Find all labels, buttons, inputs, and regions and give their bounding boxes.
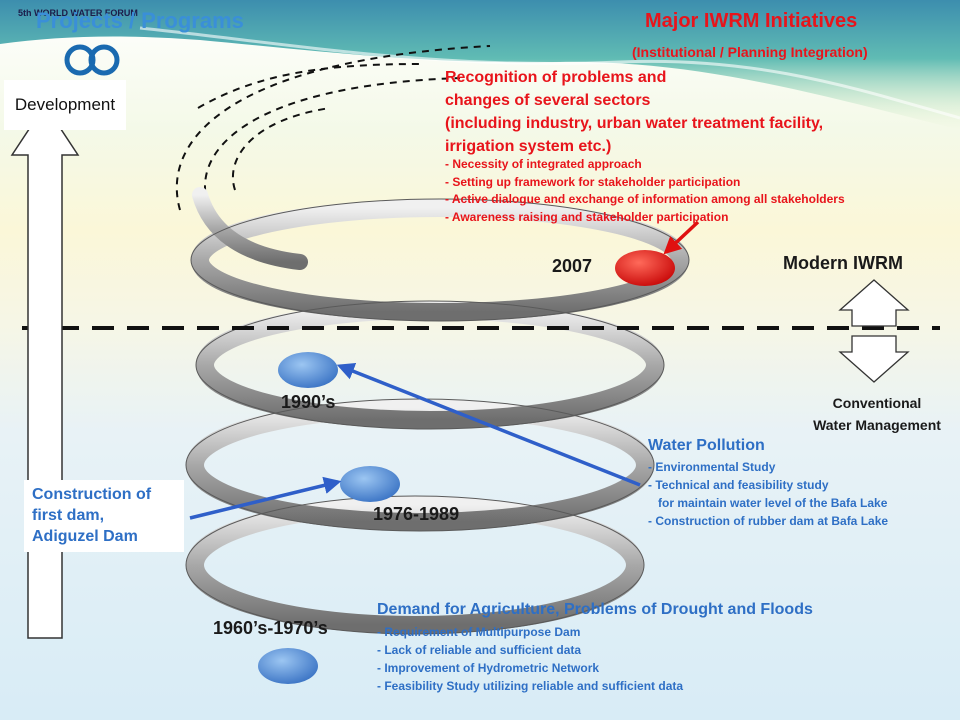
- recognition-bullet: Awareness raising and stakeholder partic…: [445, 209, 845, 227]
- header-wave-band: [0, 0, 960, 130]
- agriculture-bullets: Requirement of Multipurpose Dam Lack of …: [377, 623, 683, 695]
- recognition-bullets: Necessity of integrated approach Setting…: [445, 156, 845, 226]
- pollution-sub-line: for maintain water level of the Bafa Lak…: [658, 496, 888, 510]
- dam-construction-box: Construction of first dam, Adiguzel Dam: [24, 480, 184, 552]
- label-2007: 2007: [552, 256, 593, 276]
- pollution-bullet: - Technical and feasibility study: [648, 478, 829, 492]
- label-1976-1989: 1976-1989: [373, 504, 460, 524]
- arrow-pollution-to-1990s: [336, 363, 641, 487]
- agriculture-bullet: Improvement of Hydrometric Network: [377, 659, 683, 677]
- conventional-line: Conventional: [832, 395, 922, 411]
- pollution-bullet: - Environmental Study: [648, 460, 776, 474]
- marker-1960s: [258, 648, 318, 684]
- dashed-orbit-lines: [175, 45, 491, 211]
- pollution-heading: Water Pollution: [648, 437, 765, 454]
- recognition-bullet: Setting up framework for stakeholder par…: [445, 174, 845, 192]
- initiatives-title: Major IWRM Initiatives: [645, 10, 858, 32]
- label-1990s: 1990’s: [281, 392, 336, 412]
- marker-1976: [340, 466, 400, 502]
- recognition-heading-line: irrigation system etc.): [445, 138, 612, 155]
- recognition-heading-line: changes of several sectors: [445, 92, 651, 109]
- label-1960s-1970s: 1960’s-1970’s: [213, 618, 328, 638]
- recognition-heading-line: (including industry, urban water treatme…: [445, 115, 824, 132]
- recognition-bullet: Active dialogue and exchange of informat…: [445, 191, 845, 209]
- modern-iwrm-label: Modern IWRM: [783, 253, 903, 273]
- arrow-dam-to-1976: [189, 476, 342, 520]
- pollution-bullet: - Construction of rubber dam at Bafa Lak…: [648, 514, 889, 528]
- down-arrow: [838, 335, 910, 383]
- dam-box-line: Construction of: [32, 486, 152, 503]
- pollution-bullets: - Environmental Study - Technical and fe…: [648, 458, 888, 530]
- spiral-ribbon: [186, 187, 689, 634]
- up-arrow: [838, 279, 910, 327]
- agriculture-bullet: Requirement of Multipurpose Dam: [377, 623, 683, 641]
- initiatives-subtitle: (Institutional / Planning Integration): [632, 44, 868, 60]
- development-arrow: [10, 103, 80, 639]
- marker-2007: [615, 250, 675, 286]
- projects-title: Projects / Programs: [36, 8, 244, 33]
- agriculture-bullet: Lack of reliable and sufficient data: [377, 641, 683, 659]
- conventional-label: Conventional Water Management: [792, 392, 960, 436]
- marker-1990s: [278, 352, 338, 388]
- conventional-line: Water Management: [813, 417, 941, 433]
- arrow-recognition-to-2007: [663, 220, 700, 255]
- recognition-heading: Recognition of problems and changes of s…: [445, 66, 823, 158]
- agriculture-heading: Demand for Agriculture, Problems of Drou…: [377, 601, 813, 618]
- agriculture-bullet: Feasibility Study utilizing reliable and…: [377, 677, 683, 695]
- header-wave-line: [139, 26, 960, 120]
- recognition-bullet: Necessity of integrated approach: [445, 156, 845, 174]
- development-label: Development: [4, 80, 126, 130]
- dam-box-line: first dam,: [32, 507, 105, 524]
- forum-logo: [64, 44, 120, 76]
- dam-box-line: Adiguzel Dam: [32, 528, 138, 545]
- recognition-heading-line: Recognition of problems and: [445, 69, 667, 86]
- forum-logo-text: 5th WORLD WATER FORUM: [18, 8, 138, 18]
